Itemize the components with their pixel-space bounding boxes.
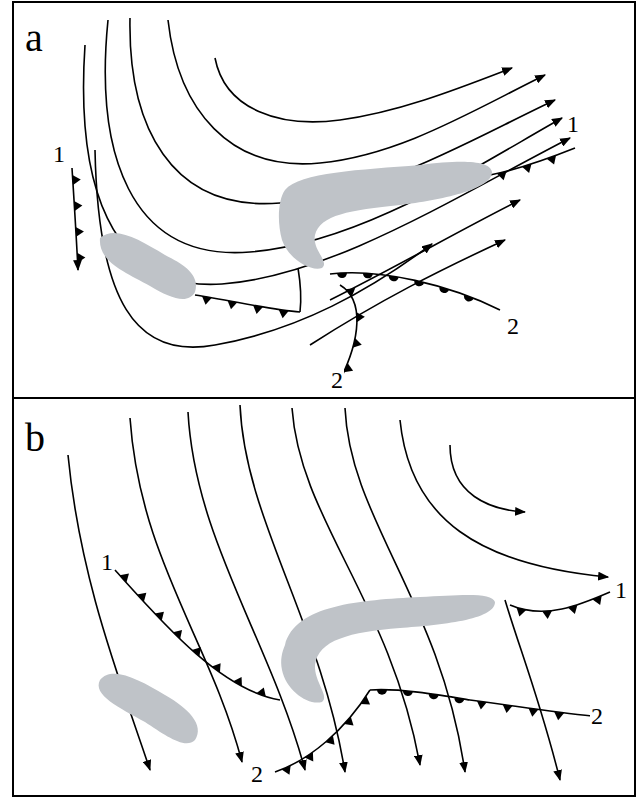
cold-front-symbol [253,305,263,314]
front-number: 2 [590,704,604,728]
cold-front-symbol [344,717,353,726]
warm-front-symbol [337,273,347,278]
warm-front-symbol [439,287,449,293]
cold-front-symbol [305,752,314,761]
warm-front-symbol [377,690,387,695]
warm-front-symbol [389,276,399,282]
panel-frame [13,2,635,398]
cold-front-symbol [554,712,564,721]
cold-front-symbol [74,201,82,211]
cold-front-symbol [137,593,146,602]
streamlines [68,18,608,780]
front-line [115,570,280,700]
cold-front-symbol [173,630,182,639]
front-number: 1 [100,550,114,574]
front-line [490,148,575,175]
cold-front-symbol [279,310,289,319]
cold-front-symbol [503,704,513,713]
cold-front-symbol [542,611,552,619]
cold-front-symbol [233,677,242,686]
cold-front-symbol [325,735,334,744]
warm-front-symbol [403,691,413,696]
cold-front-symbol [202,296,212,305]
cold-front-symbol [592,596,601,605]
front-number: 1 [52,142,66,166]
cold-front-symbol [344,363,353,372]
cold-front-symbol [256,687,265,696]
cold-front-symbol [77,253,85,263]
panel-letter: a [24,18,44,58]
front-line [298,268,301,312]
front-number: 1 [614,578,628,602]
warm-front-symbol [363,273,373,278]
cold-front-symbol [528,708,538,717]
cold-front-symbol [72,175,80,185]
cold-front-symbol [353,338,362,348]
cold-front-symbol [356,312,364,322]
warm-front-symbol [414,280,424,286]
panel-frame [13,398,635,796]
cold-front-symbol [568,605,578,614]
front-line [470,700,592,716]
cold-front-symbol [346,288,356,297]
cold-front-symbol [155,612,164,621]
cold-front-symbol [497,171,507,180]
cold-front-symbol [228,301,238,310]
front-line [195,295,300,312]
front-number: 1 [566,112,580,136]
cold-front-symbol [76,227,84,237]
cold-front-symbol [212,663,221,672]
cold-front-symbol [361,696,370,705]
front-line [340,285,357,380]
cold-front-symbol [477,701,487,710]
front-line [275,690,370,772]
cold-front-symbol [522,164,532,173]
panel-letter: b [24,418,46,458]
warm-front-symbol [429,694,439,700]
warm-front-symbol [454,697,464,703]
front-number: 2 [250,762,264,786]
fronts [72,148,610,775]
warm-front-symbol [464,295,474,302]
cold-front-symbol [547,155,556,164]
cold-front-symbol [282,765,291,774]
cold-front-symbol [120,574,129,583]
front-line [510,592,610,611]
cloud-bands [99,162,495,743]
cold-front-symbol [517,607,527,616]
front-number: 2 [506,314,520,338]
cold-front-symbol [192,647,201,656]
front-number: 2 [330,368,344,392]
